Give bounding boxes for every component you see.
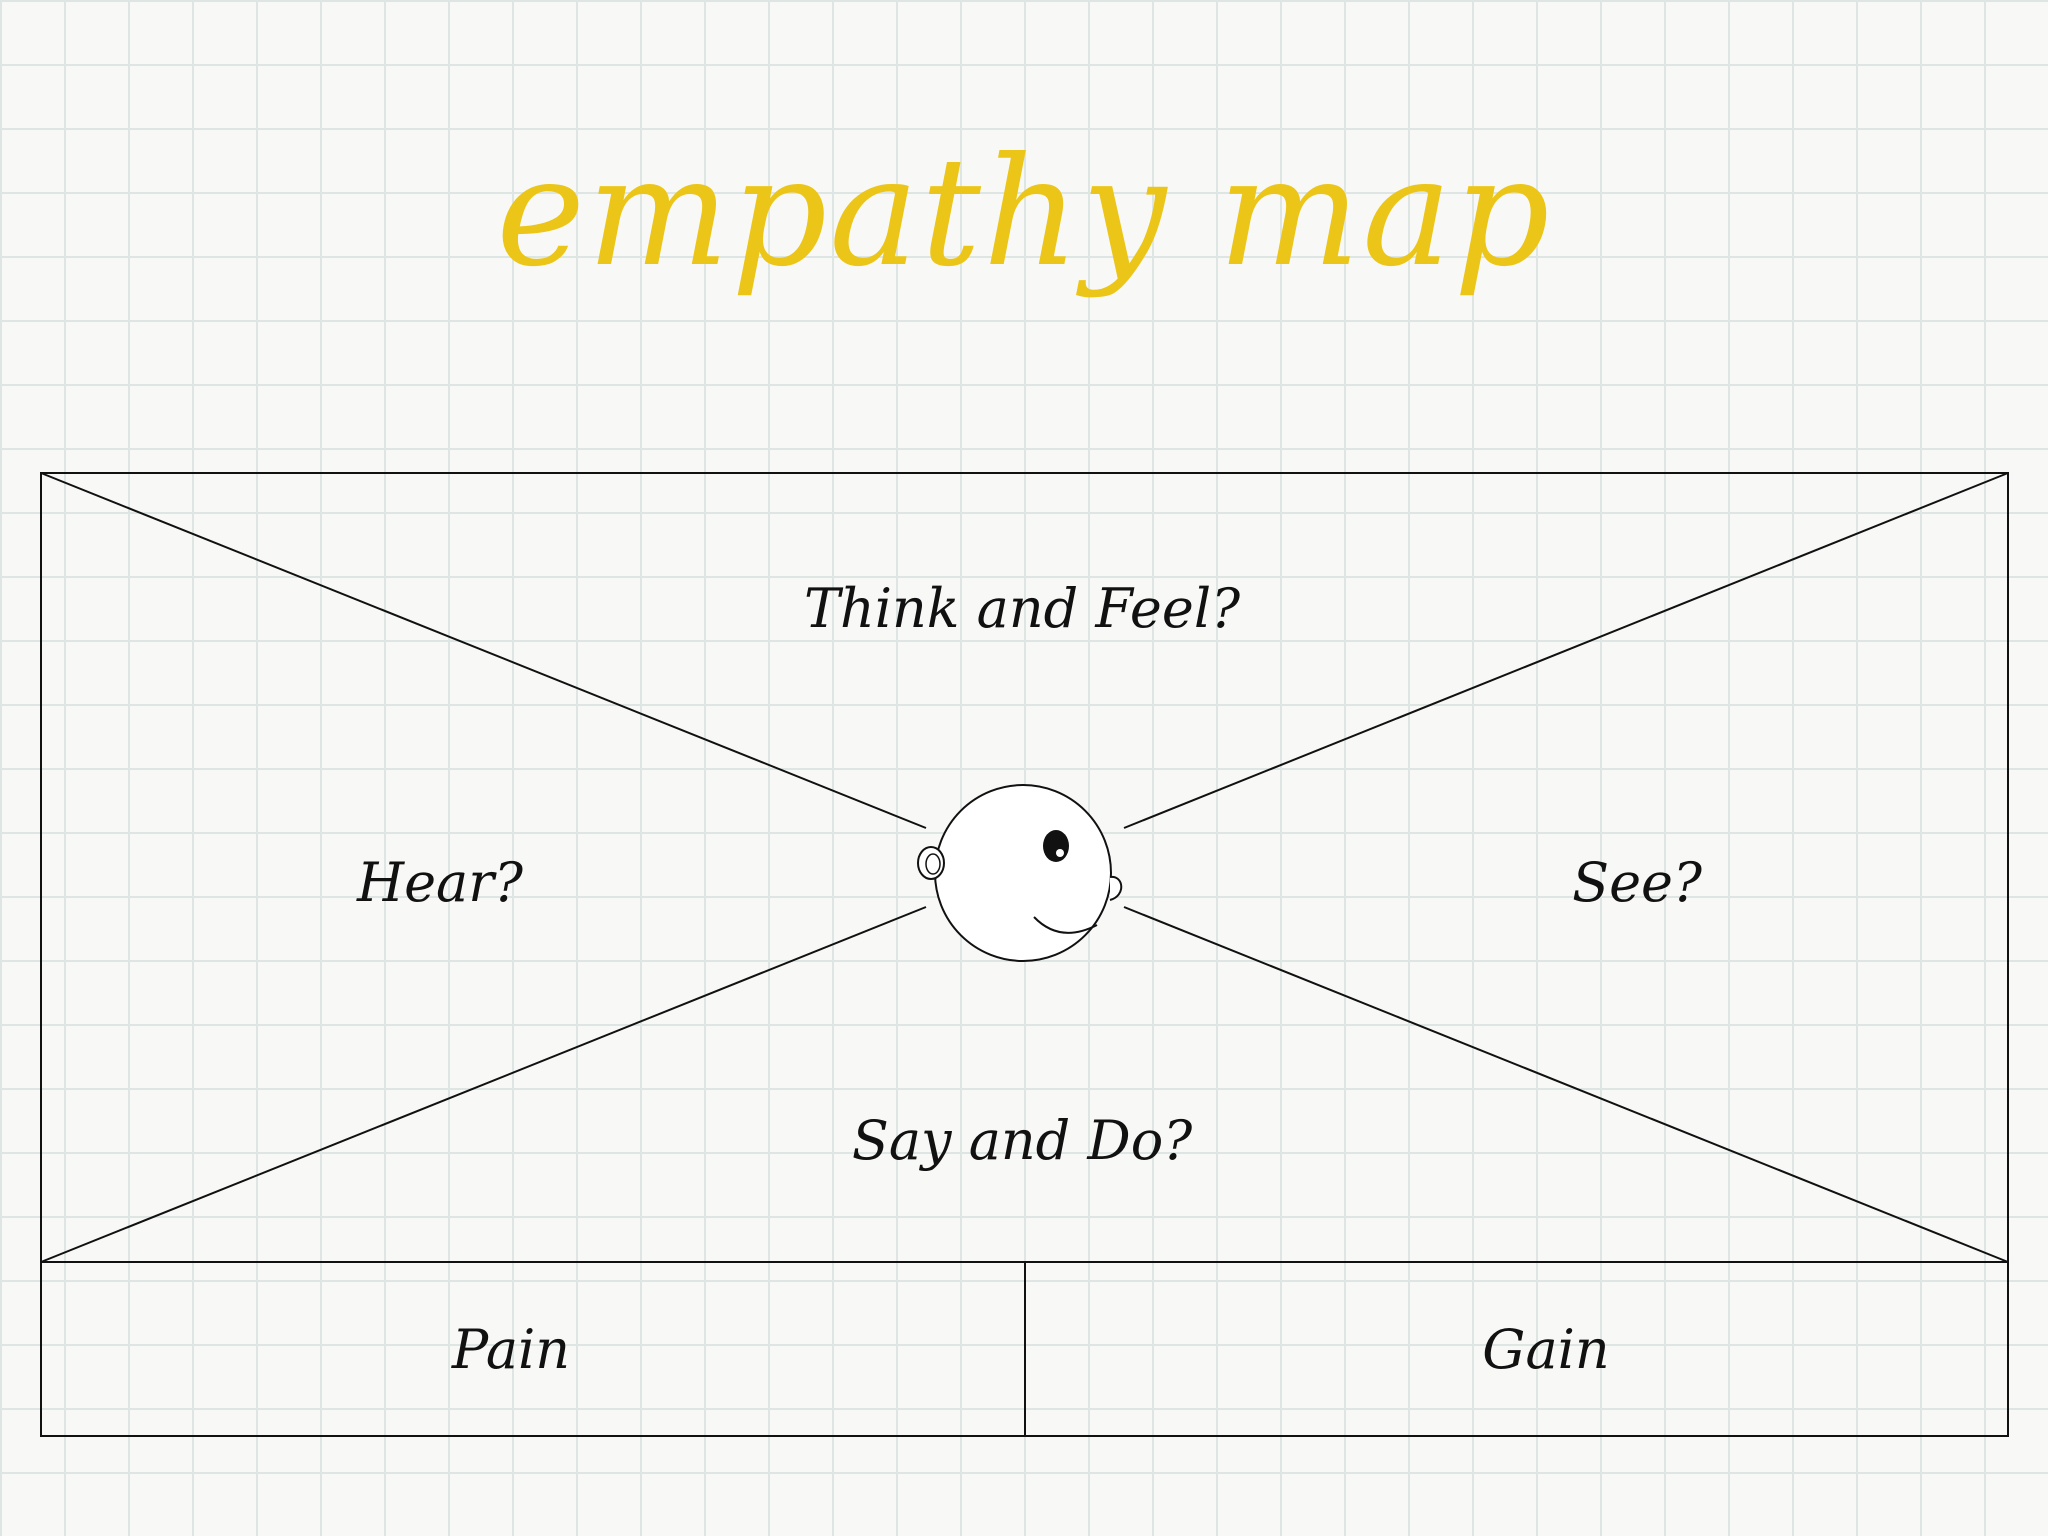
diagonal-top-right	[1123, 472, 2009, 829]
map-title: empathy map	[496, 126, 1552, 300]
diagonal-bottom-left	[40, 906, 927, 1263]
see-label: See?	[1572, 851, 1702, 914]
pain-label: Pain	[451, 1318, 571, 1381]
diagonal-bottom-right	[1123, 906, 2009, 1263]
think-and-feel-label: Think and Feel?	[803, 577, 1241, 640]
say-and-do-label: Say and Do?	[851, 1109, 1193, 1172]
gain-label: Gain	[1482, 1318, 1610, 1381]
diagonal-top-left	[40, 472, 927, 829]
person-head-icon	[917, 784, 1123, 962]
hear-label: Hear?	[356, 851, 524, 914]
